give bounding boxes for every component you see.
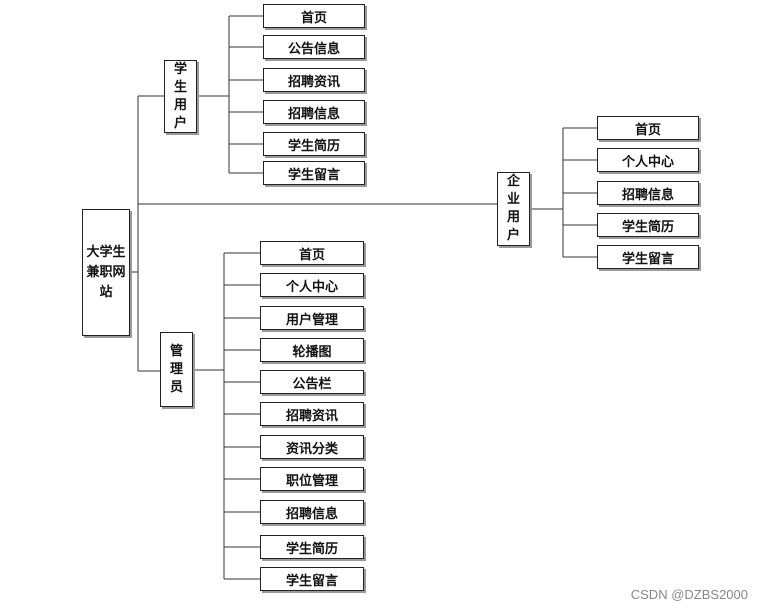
admin-leaf-9: 招聘信息: [260, 500, 364, 524]
enterprise-leaf-5: 学生留言: [597, 245, 699, 269]
root-node: 大学生兼职网站: [82, 209, 130, 336]
admin-leaf-5: 公告栏: [260, 370, 364, 394]
admin-leaf-2: 个人中心: [260, 273, 364, 297]
enterprise-leaf-4: 学生简历: [597, 213, 699, 237]
student-leaf-4: 招聘信息: [263, 100, 365, 124]
enterprise-user-node: 企业用户: [497, 172, 530, 246]
watermark: CSDN @DZBS2000: [630, 587, 748, 602]
enterprise-leaf-2: 个人中心: [597, 148, 699, 172]
admin-node: 管理员: [160, 332, 193, 407]
admin-leaf-4: 轮播图: [260, 338, 364, 362]
student-leaf-1: 首页: [263, 4, 365, 28]
student-leaf-2: 公告信息: [263, 35, 365, 59]
student-leaf-5: 学生简历: [263, 132, 365, 156]
admin-leaf-1: 首页: [260, 241, 364, 265]
student-leaf-3: 招聘资讯: [263, 68, 365, 92]
enterprise-leaf-1: 首页: [597, 116, 699, 140]
student-leaf-6: 学生留言: [263, 161, 365, 185]
admin-leaf-7: 资讯分类: [260, 435, 364, 459]
admin-leaf-11: 学生留言: [260, 567, 364, 591]
admin-leaf-6: 招聘资讯: [260, 402, 364, 426]
admin-leaf-8: 职位管理: [260, 467, 364, 491]
enterprise-leaf-3: 招聘信息: [597, 181, 699, 205]
student-user-node: 学生用户: [164, 60, 197, 133]
admin-leaf-3: 用户管理: [260, 306, 364, 330]
admin-leaf-10: 学生简历: [260, 535, 364, 559]
